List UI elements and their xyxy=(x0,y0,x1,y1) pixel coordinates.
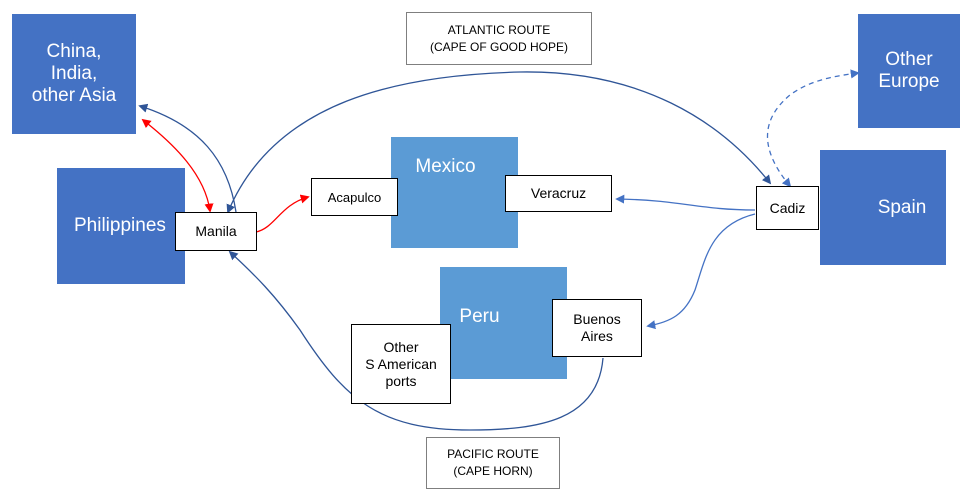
pacific-route-label: PACIFIC ROUTE (CAPE HORN) xyxy=(426,437,560,489)
atlantic-route-label: ATLANTIC ROUTE (CAPE OF GOOD HOPE) xyxy=(406,12,592,65)
pacific-route-arrow xyxy=(228,250,604,431)
region-peru: Peru xyxy=(440,267,567,379)
region-other-europe: Other Europe xyxy=(858,14,960,128)
atlantic-route-arrow xyxy=(226,71,772,214)
region-spain: Spain xyxy=(820,150,946,265)
region-philippines: Philippines xyxy=(57,168,185,284)
manila-to-acapulco-arrow xyxy=(255,194,310,233)
asia-manila-trade-arrow xyxy=(141,118,214,213)
region-china-india-asia: China, India, other Asia xyxy=(12,14,136,134)
port-manila: Manila xyxy=(175,212,257,251)
port-acapulco: Acapulco xyxy=(311,178,398,216)
cadiz-to-veracruz-arrow xyxy=(615,194,756,211)
region-mexico: Mexico xyxy=(391,137,518,248)
port-other-south-american: Other S American ports xyxy=(351,324,451,404)
port-cadiz: Cadiz xyxy=(756,186,819,230)
port-veracruz: Veracruz xyxy=(505,175,612,212)
port-buenos-aires: Buenos Aires xyxy=(552,299,642,357)
cadiz-to-buenos-aires-arrow xyxy=(646,213,756,330)
